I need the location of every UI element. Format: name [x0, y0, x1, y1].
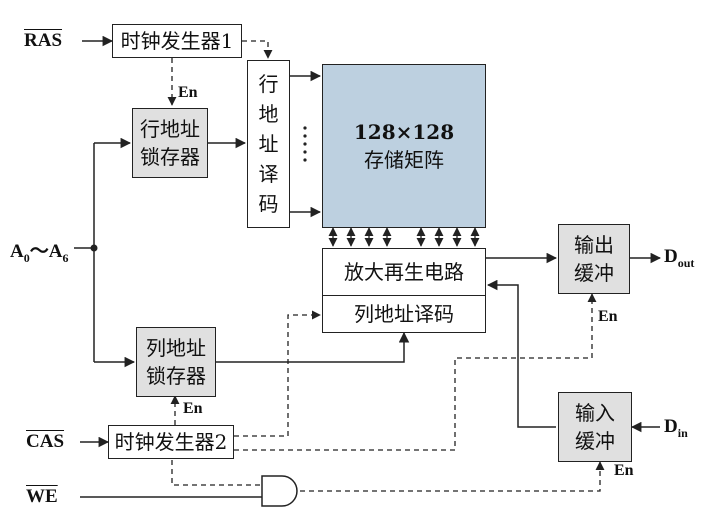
en-label-col-latch: En — [183, 400, 203, 417]
ras-label: RAS — [24, 30, 63, 51]
en-label-row-latch: En — [178, 84, 198, 101]
column-address-decoder: 列地址译码 — [322, 295, 486, 333]
dout-label: Dout — [664, 246, 695, 270]
en-label-out-buffer: En — [598, 308, 618, 325]
col-latch-to-decoder-wire — [216, 331, 410, 363]
matrix-bitlines — [328, 227, 480, 247]
output-buffer: 输出 缓冲 — [558, 224, 630, 294]
and-gate — [261, 475, 298, 507]
clk2-to-and-dashed — [171, 460, 262, 486]
bus-junction — [90, 244, 98, 252]
clk2-to-coldecoder-dashed — [234, 310, 321, 437]
din-label: Din — [664, 416, 688, 440]
sense-amplifier: 放大再生电路 — [322, 248, 486, 296]
clock-generator-2: 时钟发生器2 — [108, 425, 234, 459]
column-address-latch: 列地址 锁存器 — [136, 327, 216, 397]
inbuf-to-sense-wire — [486, 279, 556, 428]
memory-matrix: 128×128 存储矩阵 — [322, 64, 486, 228]
clock-generator-1: 时钟发生器1 — [112, 24, 242, 58]
and-to-inbuf-dashed — [300, 461, 605, 492]
clk2-to-outbuf-dashed — [234, 293, 597, 451]
row-address-latch: 行地址 锁存器 — [132, 108, 208, 178]
clk1-to-rowdecoder-dashed — [242, 40, 273, 59]
address-label: A0～A6 — [10, 241, 69, 265]
en-label-in-buffer: En — [614, 462, 634, 479]
we-label: WE — [26, 486, 58, 507]
ellipsis-dots — [303, 126, 307, 162]
cas-label: CAS — [26, 431, 65, 452]
row-address-decoder: 行地址译码 — [247, 60, 290, 228]
input-buffer: 输入 缓冲 — [558, 392, 632, 462]
